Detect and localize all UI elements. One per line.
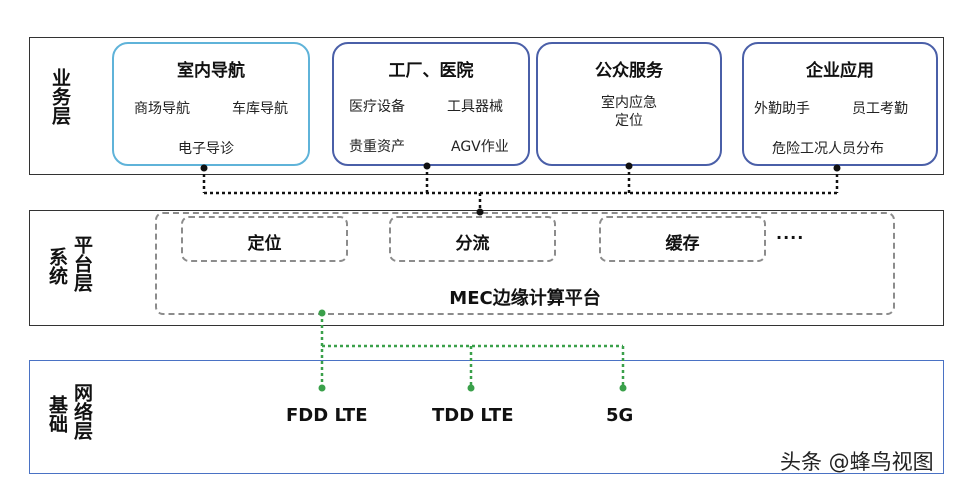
valuable-assets-item: 贵重资产 <box>349 139 405 155</box>
medical-equipment-item: 医疗设备 <box>349 99 405 115</box>
offload-function-box: 分流 <box>389 216 556 262</box>
positioning-item: 定位 <box>615 113 643 129</box>
system-label: 系统 <box>46 247 68 285</box>
attendance-item: 员工考勤 <box>852 101 908 117</box>
network-connector-dots <box>318 309 627 392</box>
positioning-function-box: 定位 <box>181 216 348 262</box>
cache-function-label: 缓存 <box>665 234 700 254</box>
network-layer: 基础 网络层 <box>29 360 944 474</box>
fdd-lte-label: FDD LTE <box>286 405 368 426</box>
5g-label: 5G <box>606 405 634 426</box>
cache-function-box: 缓存 <box>599 216 766 262</box>
tdd-lte-label: TDD LTE <box>432 405 514 426</box>
mec-platform-name: MEC边缘计算平台 <box>449 288 601 309</box>
indoor-navigation-title: 室内导航 <box>177 61 245 81</box>
factory-hospital-title: 工厂、医院 <box>388 61 474 81</box>
enterprise-app-title: 企业应用 <box>806 61 874 81</box>
platform-layer-label: 平台层 <box>71 235 93 292</box>
hazard-personnel-item: 危险工况人员分布 <box>772 141 884 157</box>
enterprise-app-card: 企业应用 外勤助手 员工考勤 危险工况人员分布 <box>742 42 938 166</box>
indoor-navigation-card: 室内导航 商场导航 车库导航 电子导诊 <box>112 42 310 166</box>
factory-hospital-card: 工厂、医院 医疗设备 工具器械 贵重资产 AGV作业 <box>332 42 530 166</box>
business-to-platform-connectors <box>202 166 839 212</box>
platform-to-network-connectors <box>320 313 625 388</box>
watermark: 头条 @蜂鸟视图 <box>780 450 934 474</box>
public-service-card: 公众服务 室内应急 定位 <box>536 42 722 166</box>
garage-navigation-item: 车库导航 <box>232 101 288 117</box>
network-layer-label: 网络层 <box>71 383 93 440</box>
business-layer-label: 业务层 <box>49 68 71 125</box>
public-service-title: 公众服务 <box>595 61 663 81</box>
agv-operation-item: AGV作业 <box>451 139 509 155</box>
indoor-emergency-item: 室内应急 <box>601 95 657 111</box>
e-guidance-item: 电子导诊 <box>178 141 234 157</box>
offload-function-label: 分流 <box>455 234 490 254</box>
field-assistant-item: 外勤助手 <box>754 101 810 117</box>
tools-item: 工具器械 <box>447 99 503 115</box>
more-functions-ellipsis: ···· <box>776 228 805 247</box>
foundation-label: 基础 <box>46 395 68 433</box>
positioning-function-label: 定位 <box>247 234 282 254</box>
business-connector-dots <box>200 162 841 216</box>
mall-navigation-item: 商场导航 <box>134 101 190 117</box>
